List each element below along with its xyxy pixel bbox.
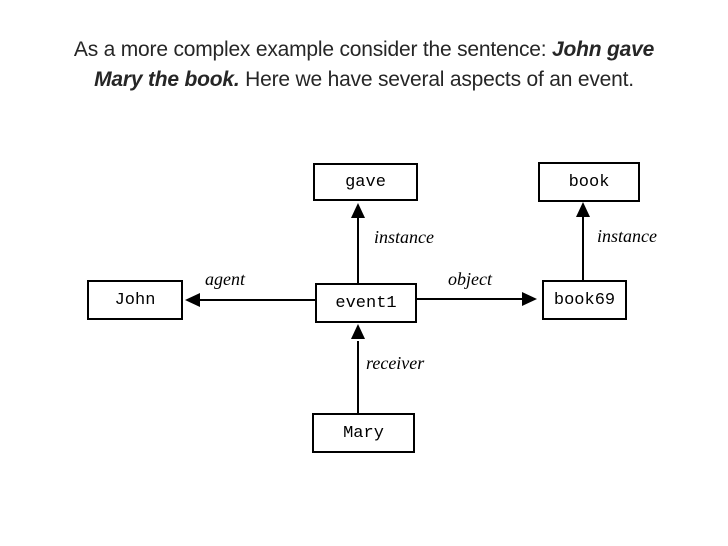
arrowhead-up-icon xyxy=(576,202,590,217)
node-john-label: John xyxy=(114,290,156,310)
edge-line-event1-john xyxy=(199,299,315,301)
edge-label-instance-gave: instance xyxy=(374,227,434,247)
title-line2-normal: Here we have several aspects of an event… xyxy=(239,68,634,91)
edge-line-book69-book xyxy=(582,215,584,280)
node-book-label: book xyxy=(568,172,610,192)
edge-line-event1-book69 xyxy=(417,298,524,300)
edge-label-receiver: receiver xyxy=(366,353,425,373)
title-line1-normal: As a more complex example consider the s… xyxy=(73,38,553,61)
title-line2-emphasis: Mary the book. xyxy=(94,68,240,91)
slide-title: As a more complex example consider the s… xyxy=(0,35,728,95)
arrowhead-up-icon xyxy=(351,203,365,218)
node-mary-label: Mary xyxy=(343,423,384,443)
node-event1-label: event1 xyxy=(335,293,397,313)
node-john: John xyxy=(87,280,183,320)
node-event1: event1 xyxy=(315,283,417,323)
edge-line-mary-event1 xyxy=(357,341,359,413)
edge-label-agent: agent xyxy=(205,269,245,289)
node-gave: gave xyxy=(313,163,418,201)
title-line1-emphasis: John gave xyxy=(552,38,655,61)
node-mary: Mary xyxy=(312,413,415,453)
node-book69: book69 xyxy=(542,280,627,320)
node-book69-label: book69 xyxy=(553,290,616,310)
node-gave-label: gave xyxy=(345,172,386,192)
node-book: book xyxy=(538,162,640,202)
arrowhead-up-icon xyxy=(351,324,365,339)
edge-line-event1-gave xyxy=(357,216,359,283)
arrowhead-left-icon xyxy=(185,293,200,307)
edge-label-instance-book: instance xyxy=(597,226,657,246)
arrowhead-right-icon xyxy=(522,292,537,306)
edge-label-object: object xyxy=(448,269,492,289)
